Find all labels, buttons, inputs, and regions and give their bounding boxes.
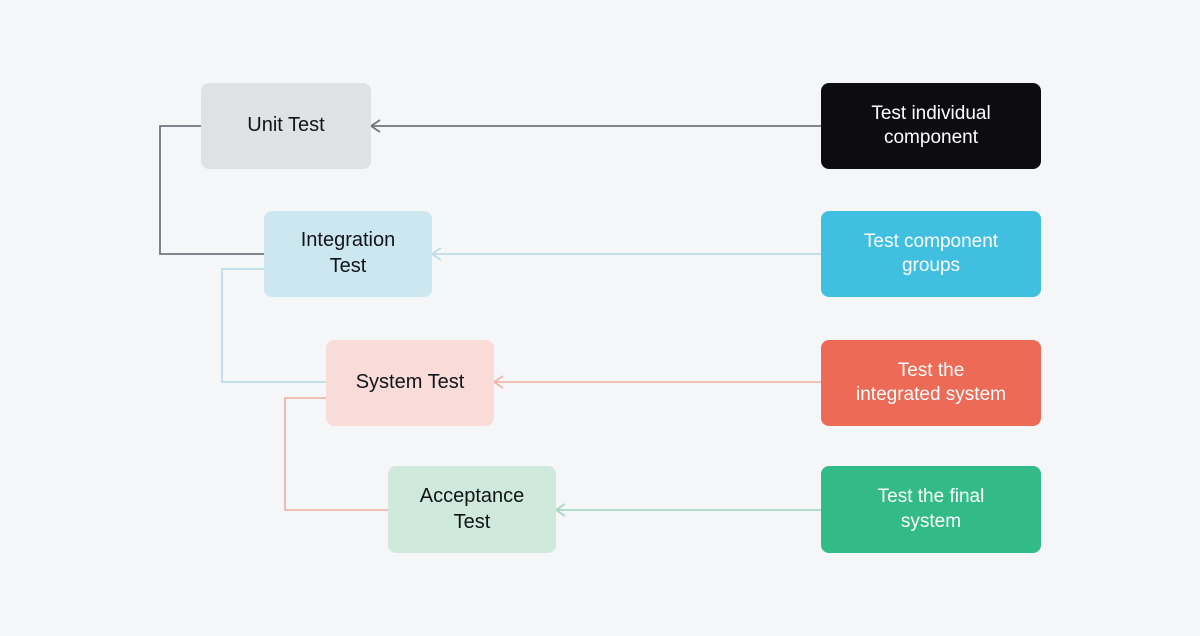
node-label: Test individual component (871, 102, 991, 148)
stage-node-acceptance[interactable]: Acceptance Test (388, 466, 556, 553)
connector-arrowhead (430, 247, 442, 261)
stage-node-integration[interactable]: Integration Test (264, 211, 432, 297)
connector-arrowhead (554, 503, 566, 517)
node-label: Test the final system (877, 486, 985, 532)
node-label: Test the integrated system (856, 359, 1006, 405)
stage-node-system[interactable]: System Test (326, 340, 494, 426)
connector-arrowhead (369, 119, 381, 133)
node-label: Test component groups (863, 230, 999, 276)
description-node-desc-unit[interactable]: Test individual component (821, 83, 1041, 169)
stage-node-unit[interactable]: Unit Test (201, 83, 371, 169)
description-node-desc-integration[interactable]: Test component groups (821, 211, 1041, 297)
node-label: System Test (355, 371, 465, 394)
node-label: Acceptance Test (419, 484, 525, 533)
node-label: Integration Test (300, 229, 396, 277)
description-node-desc-system[interactable]: Test the integrated system (821, 340, 1041, 426)
description-node-desc-acceptance[interactable]: Test the final system (821, 466, 1041, 553)
node-label: Unit Test (247, 114, 325, 137)
connector-arrowhead (492, 375, 504, 389)
